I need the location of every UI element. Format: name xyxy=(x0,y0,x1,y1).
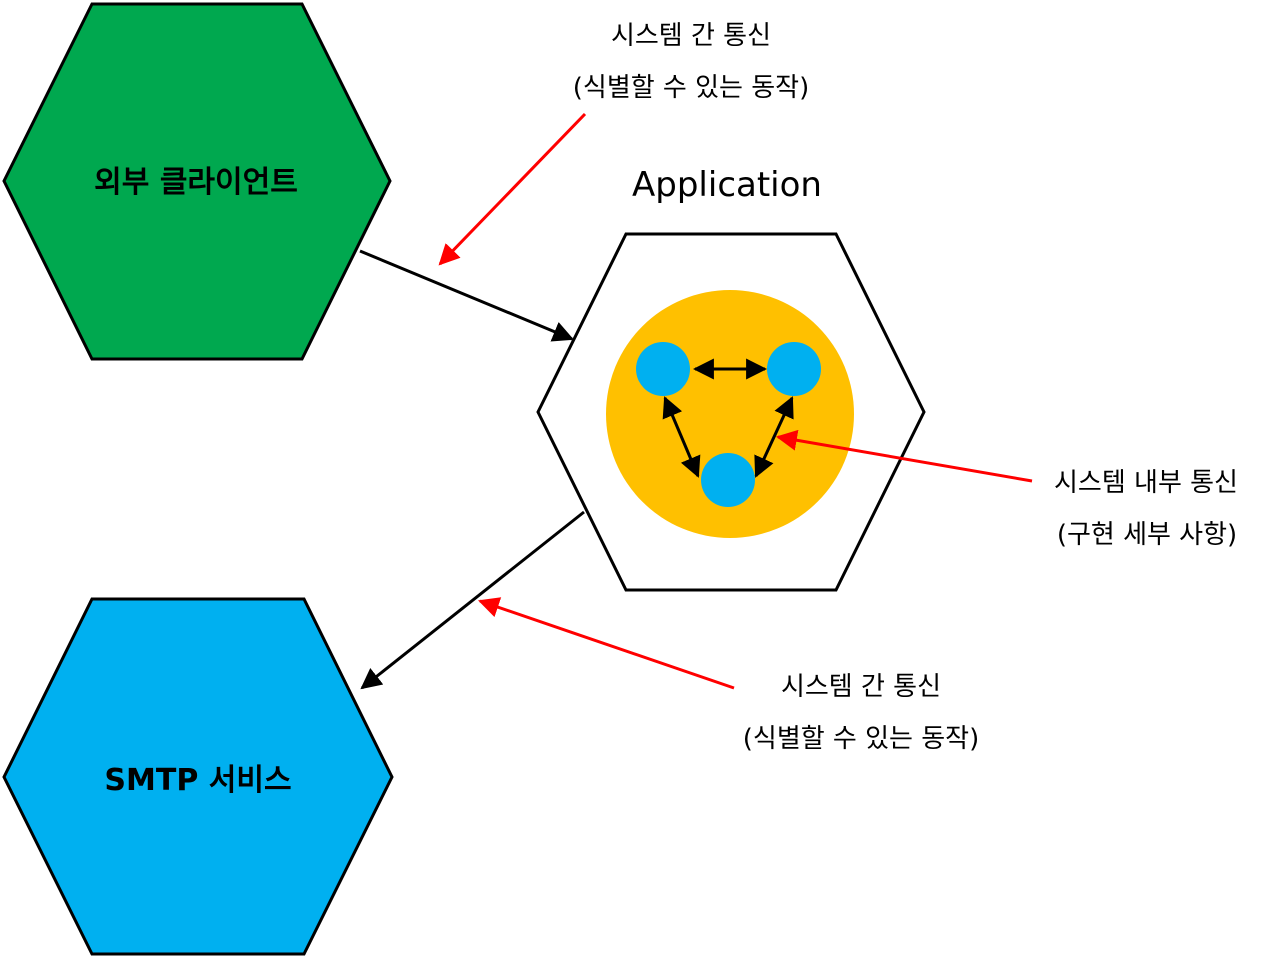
application-to-smtp-arrow xyxy=(360,510,585,690)
internal-arrow-left xyxy=(662,396,701,478)
component-left xyxy=(636,342,690,396)
application-label: Application xyxy=(632,165,822,205)
top-annotation-line2: (식별할 수 있는 동작) xyxy=(573,73,809,103)
internal-annotation-line1: 시스템 내부 통신 xyxy=(1054,468,1238,498)
smtp-service-hexagon xyxy=(2,597,394,956)
component-bottom xyxy=(701,453,755,507)
bottom-annotation-line1: 시스템 간 통신 xyxy=(781,672,941,702)
top-annotation-line1: 시스템 간 통신 xyxy=(611,21,771,51)
top-annotation-pointer xyxy=(438,112,587,266)
internal-arrow-right xyxy=(754,396,794,478)
component-right xyxy=(767,342,821,396)
bottom-annotation-pointer xyxy=(478,597,735,690)
client-to-application-arrow xyxy=(359,249,574,342)
bottom-annotation-line2: (식별할 수 있는 동작) xyxy=(743,724,979,754)
internal-annotation-line2: (구현 세부 사항) xyxy=(1057,520,1237,550)
smtp-service-label: SMTP 서비스 xyxy=(104,763,291,798)
external-client-label: 외부 클라이언트 xyxy=(94,165,298,200)
external-client-hexagon xyxy=(2,2,392,361)
internal-annotation-pointer xyxy=(775,429,1033,483)
